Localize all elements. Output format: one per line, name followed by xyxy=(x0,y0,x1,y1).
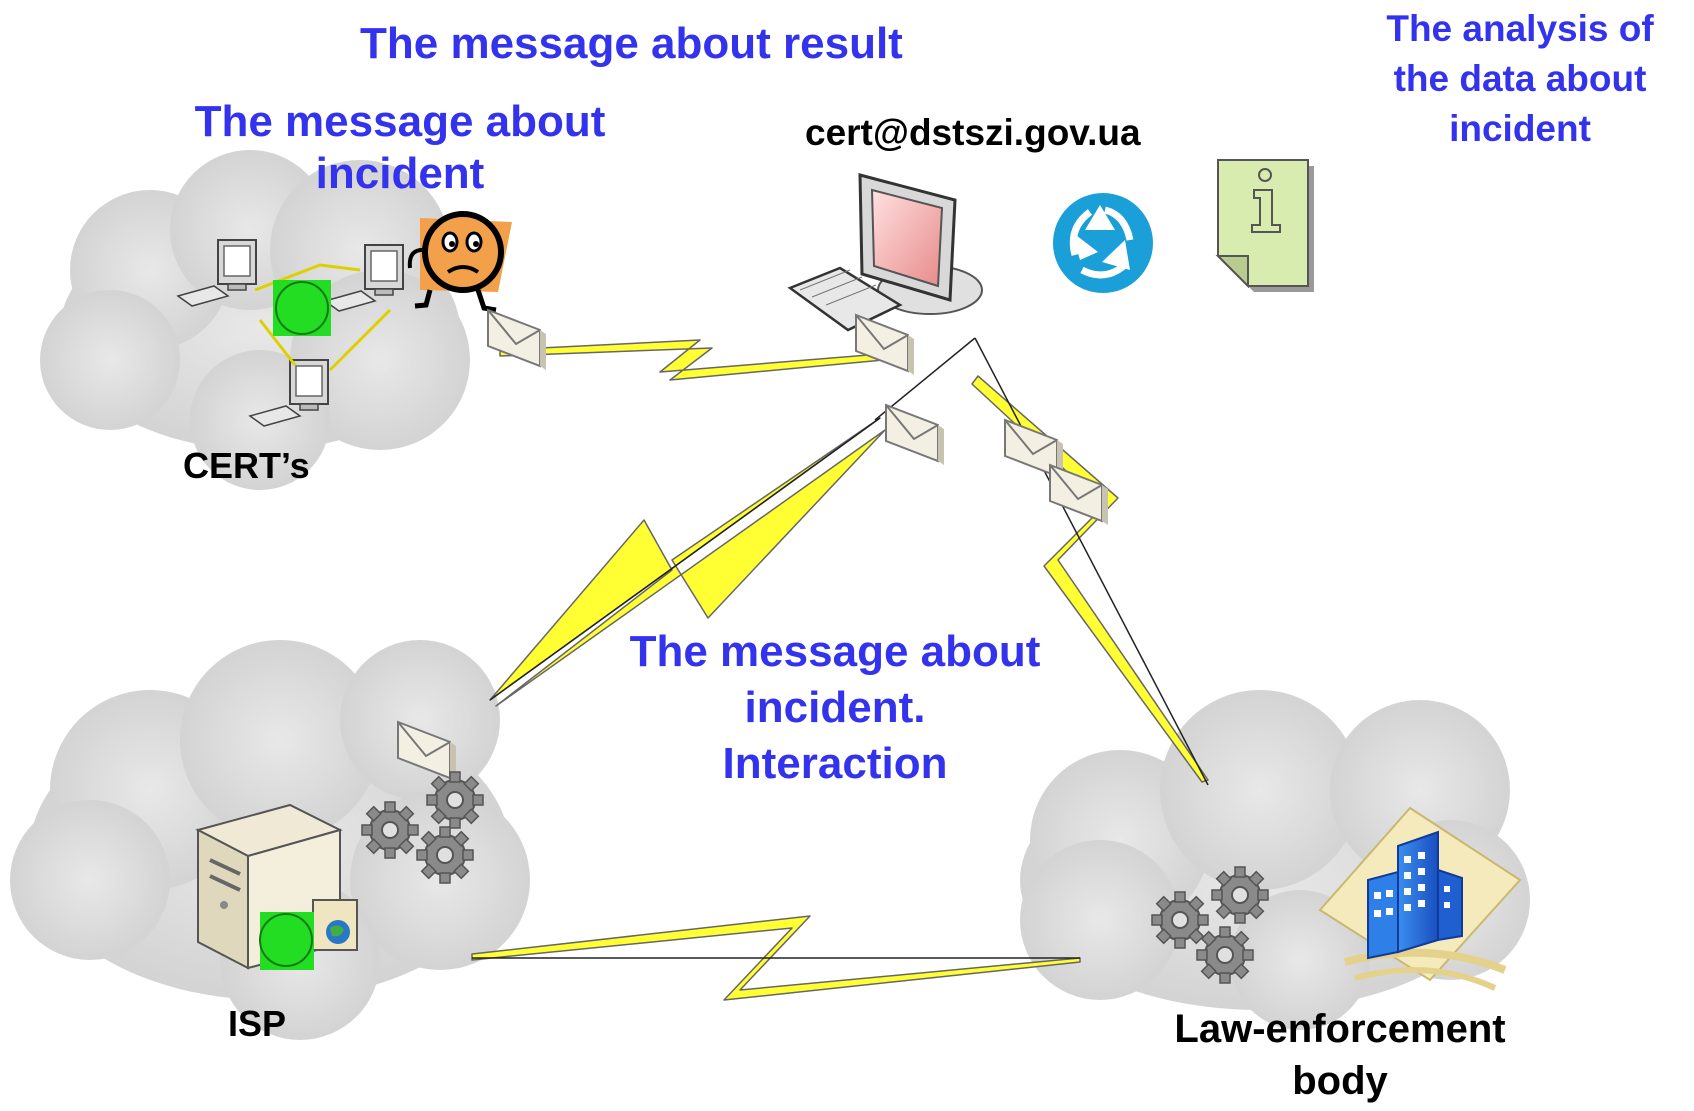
message-about-incident-line1: The message about xyxy=(194,97,606,146)
info-document-icon xyxy=(1215,159,1314,292)
analysis-line3: incident xyxy=(1449,108,1591,149)
cert-email-label: cert@dstszi.gov.ua xyxy=(805,112,1141,153)
link-certs-to-cert xyxy=(499,339,906,381)
interaction-line2: incident. xyxy=(744,683,926,732)
cloud-certs xyxy=(40,150,470,490)
interaction-line1: The message about xyxy=(629,627,1041,676)
workstation-icon-cluster xyxy=(177,239,404,427)
envelope-icon xyxy=(487,309,547,371)
server-icon xyxy=(195,803,358,970)
isp-label: ISP xyxy=(228,1003,287,1044)
recycle-icon xyxy=(1053,193,1153,293)
building-icon xyxy=(1318,806,1522,991)
hacker-icon xyxy=(407,211,512,313)
law-enforcement-label: Law-enforcement body xyxy=(1100,1003,1580,1107)
link-isp-to-law xyxy=(471,915,1081,1001)
envelope-icon xyxy=(885,404,945,466)
analysis-label: The analysis of the data about incident xyxy=(1350,4,1690,154)
certs-label: CERT’s xyxy=(183,445,310,486)
analysis-line2: the data about xyxy=(1393,58,1647,99)
message-about-incident-label: The message about incident xyxy=(170,96,630,200)
interaction-label: The message about incident. Interaction xyxy=(600,624,1070,792)
interaction-line3: Interaction xyxy=(722,739,948,788)
law-enforcement-line1: Law-enforcement xyxy=(1174,1007,1506,1051)
envelope-icon xyxy=(855,314,915,376)
message-about-incident-line2: incident xyxy=(315,149,485,198)
analysis-line1: The analysis of xyxy=(1386,8,1654,49)
workstation-icon xyxy=(787,173,983,332)
message-about-result-label: The message about result xyxy=(360,19,903,68)
law-enforcement-line2: body xyxy=(1292,1059,1388,1103)
